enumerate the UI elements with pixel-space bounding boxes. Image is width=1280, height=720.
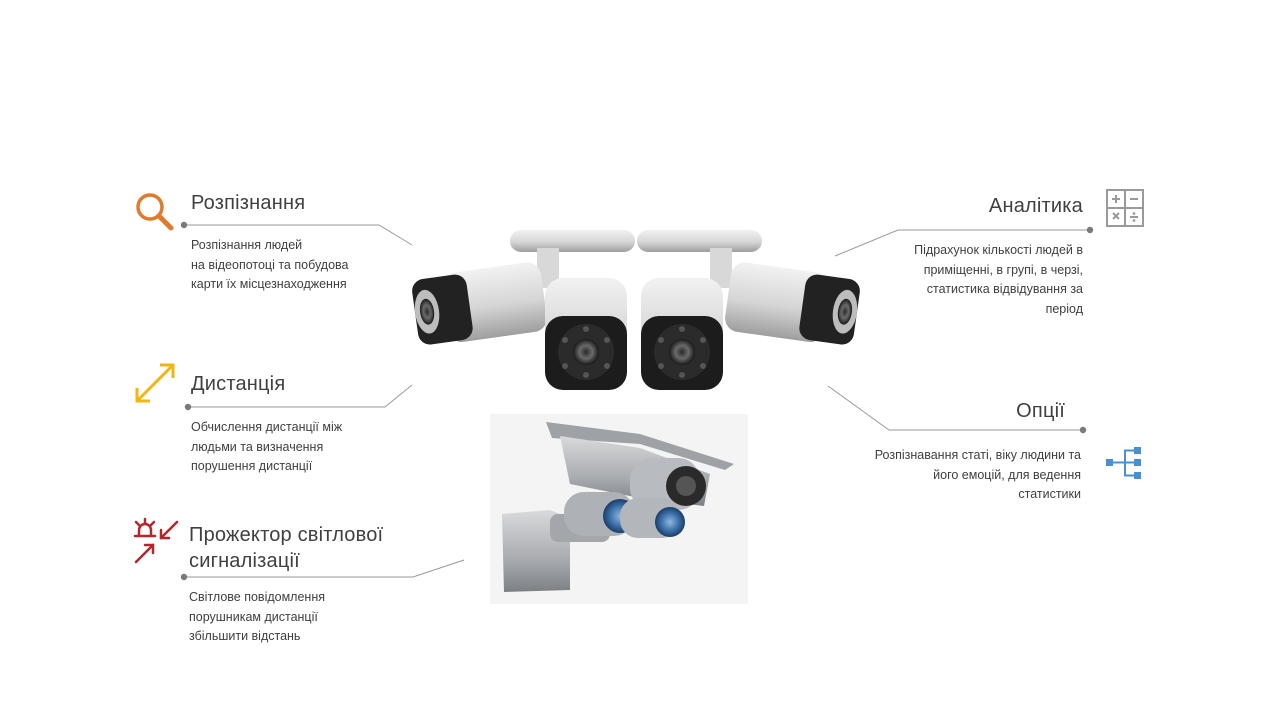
options-description: Розпізнавання статі, віку людини та його… xyxy=(874,448,1081,501)
projector-title: Прожектор світлової сигналізації xyxy=(189,524,384,572)
bullet-security-cameras-image xyxy=(405,228,867,396)
alarm-siren-icon xyxy=(131,516,181,566)
distance-description: Обчислення дистанції між людьми та визна… xyxy=(191,420,343,473)
calculator-icon xyxy=(1106,189,1144,227)
options-title: Опції xyxy=(1016,400,1065,422)
projector-description: Світлове повідомлення порушникам дистанц… xyxy=(189,590,326,643)
distance-title: Дистанція xyxy=(191,373,286,395)
analytics-title: Аналітика xyxy=(988,195,1083,217)
recognition-description: Розпізнання людей на відеопотоці та побу… xyxy=(191,238,349,291)
outdoor-cctv-camera-image xyxy=(490,414,748,604)
hierarchy-icon xyxy=(1105,445,1143,483)
analytics-description: Підрахунок кількості людей в приміщенні,… xyxy=(914,243,1083,316)
recognition-title: Розпізнання xyxy=(191,192,306,214)
magnifier-icon xyxy=(133,190,175,232)
diagonal-arrows-icon xyxy=(132,360,178,406)
